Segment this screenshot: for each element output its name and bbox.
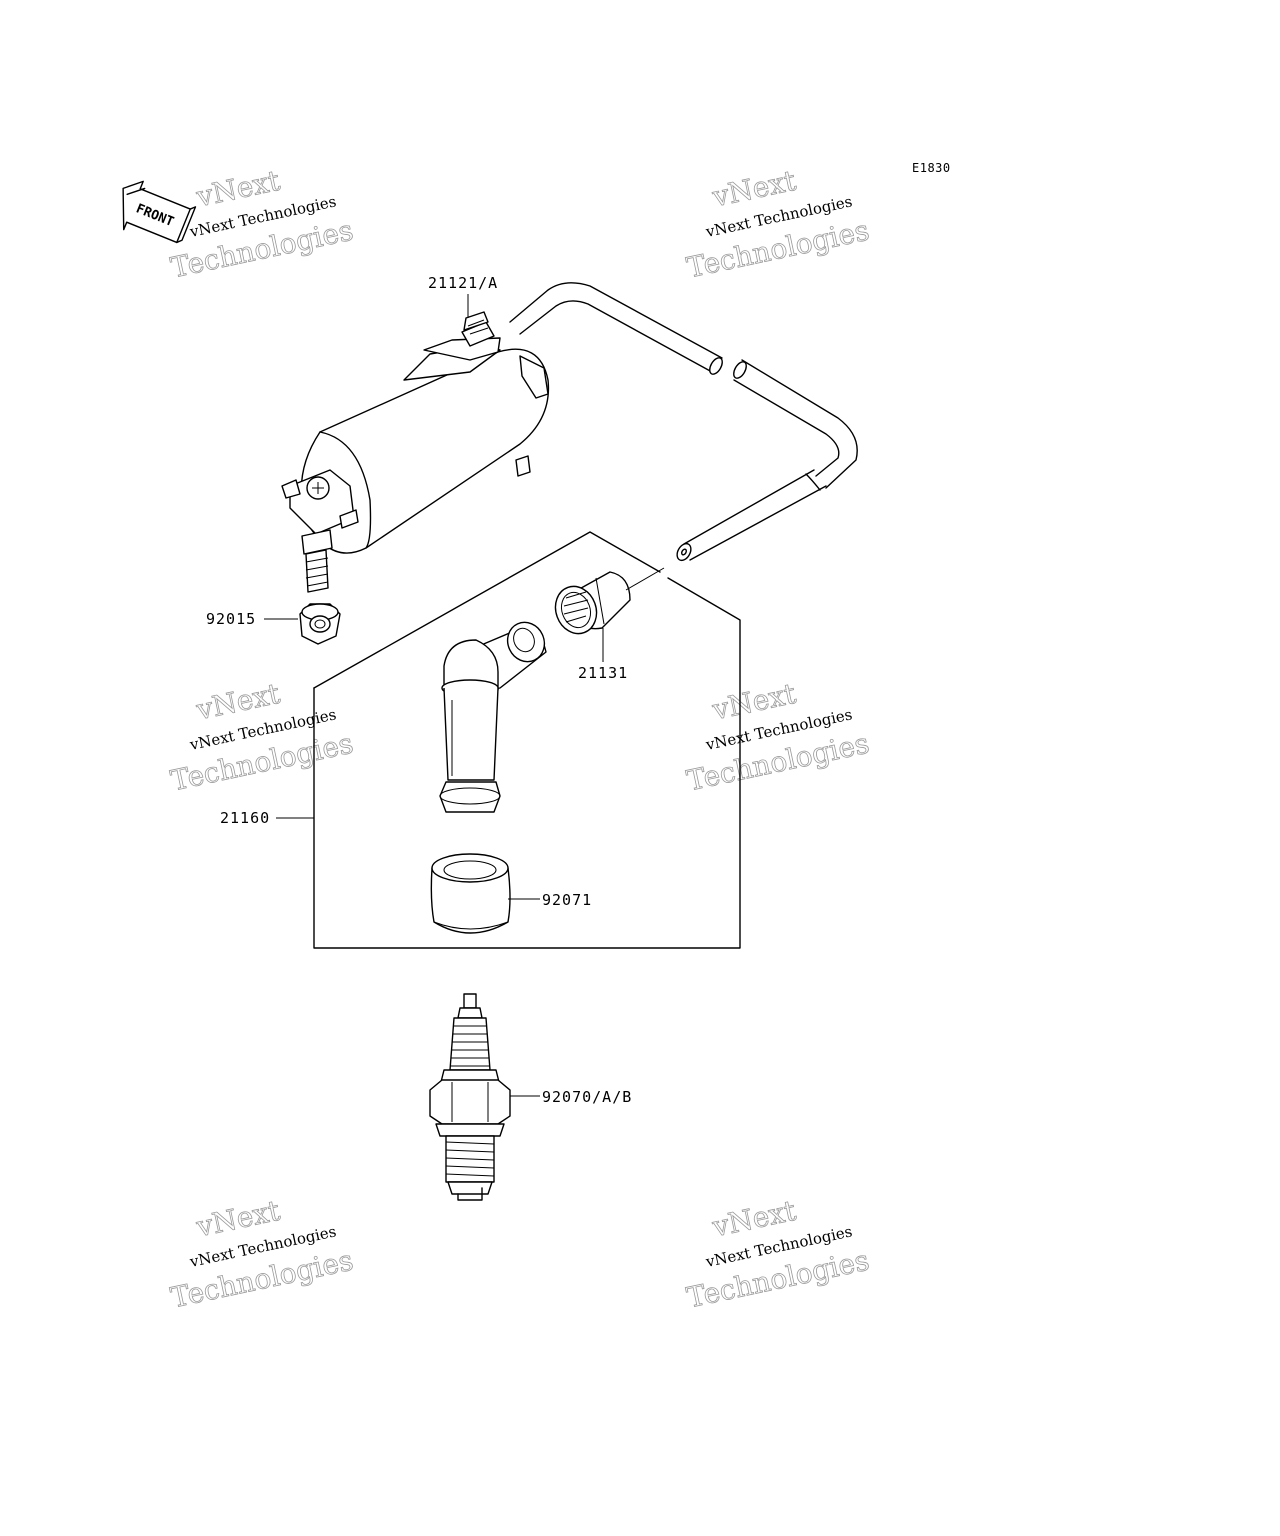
part-label-21121: 21121/A — [428, 274, 498, 292]
part-label-92070: 92070/A/B — [542, 1088, 632, 1106]
high-tension-lead — [509, 282, 858, 562]
part-label-21160: 21160 — [220, 809, 270, 827]
assembly-box — [313, 531, 741, 949]
watermark: vNext vNext Technologies Technologies — [168, 1193, 357, 1315]
watermark: vNext vNext Technologies Technologies — [684, 163, 873, 285]
part-label-92015: 92015 — [206, 610, 256, 628]
spark-plug-drawing — [429, 993, 511, 1201]
boot-drawing — [430, 853, 511, 934]
part-label-92071: 92071 — [542, 891, 592, 909]
plug-cap-drawing — [439, 621, 547, 813]
seal-drawing — [554, 571, 631, 635]
ignition-coil-drawing — [281, 311, 550, 593]
watermark: vNext vNext Technologies Technologies — [684, 1193, 873, 1315]
part-label-21131: 21131 — [578, 664, 628, 682]
nut-drawing — [299, 603, 341, 645]
front-arrow-icon: FRONT — [122, 180, 197, 244]
diagram-code: E1830 — [912, 161, 951, 175]
watermark: vNext vNext Technologies Technologies — [168, 676, 357, 798]
watermark: vNext vNext Technologies Technologies — [684, 676, 873, 798]
